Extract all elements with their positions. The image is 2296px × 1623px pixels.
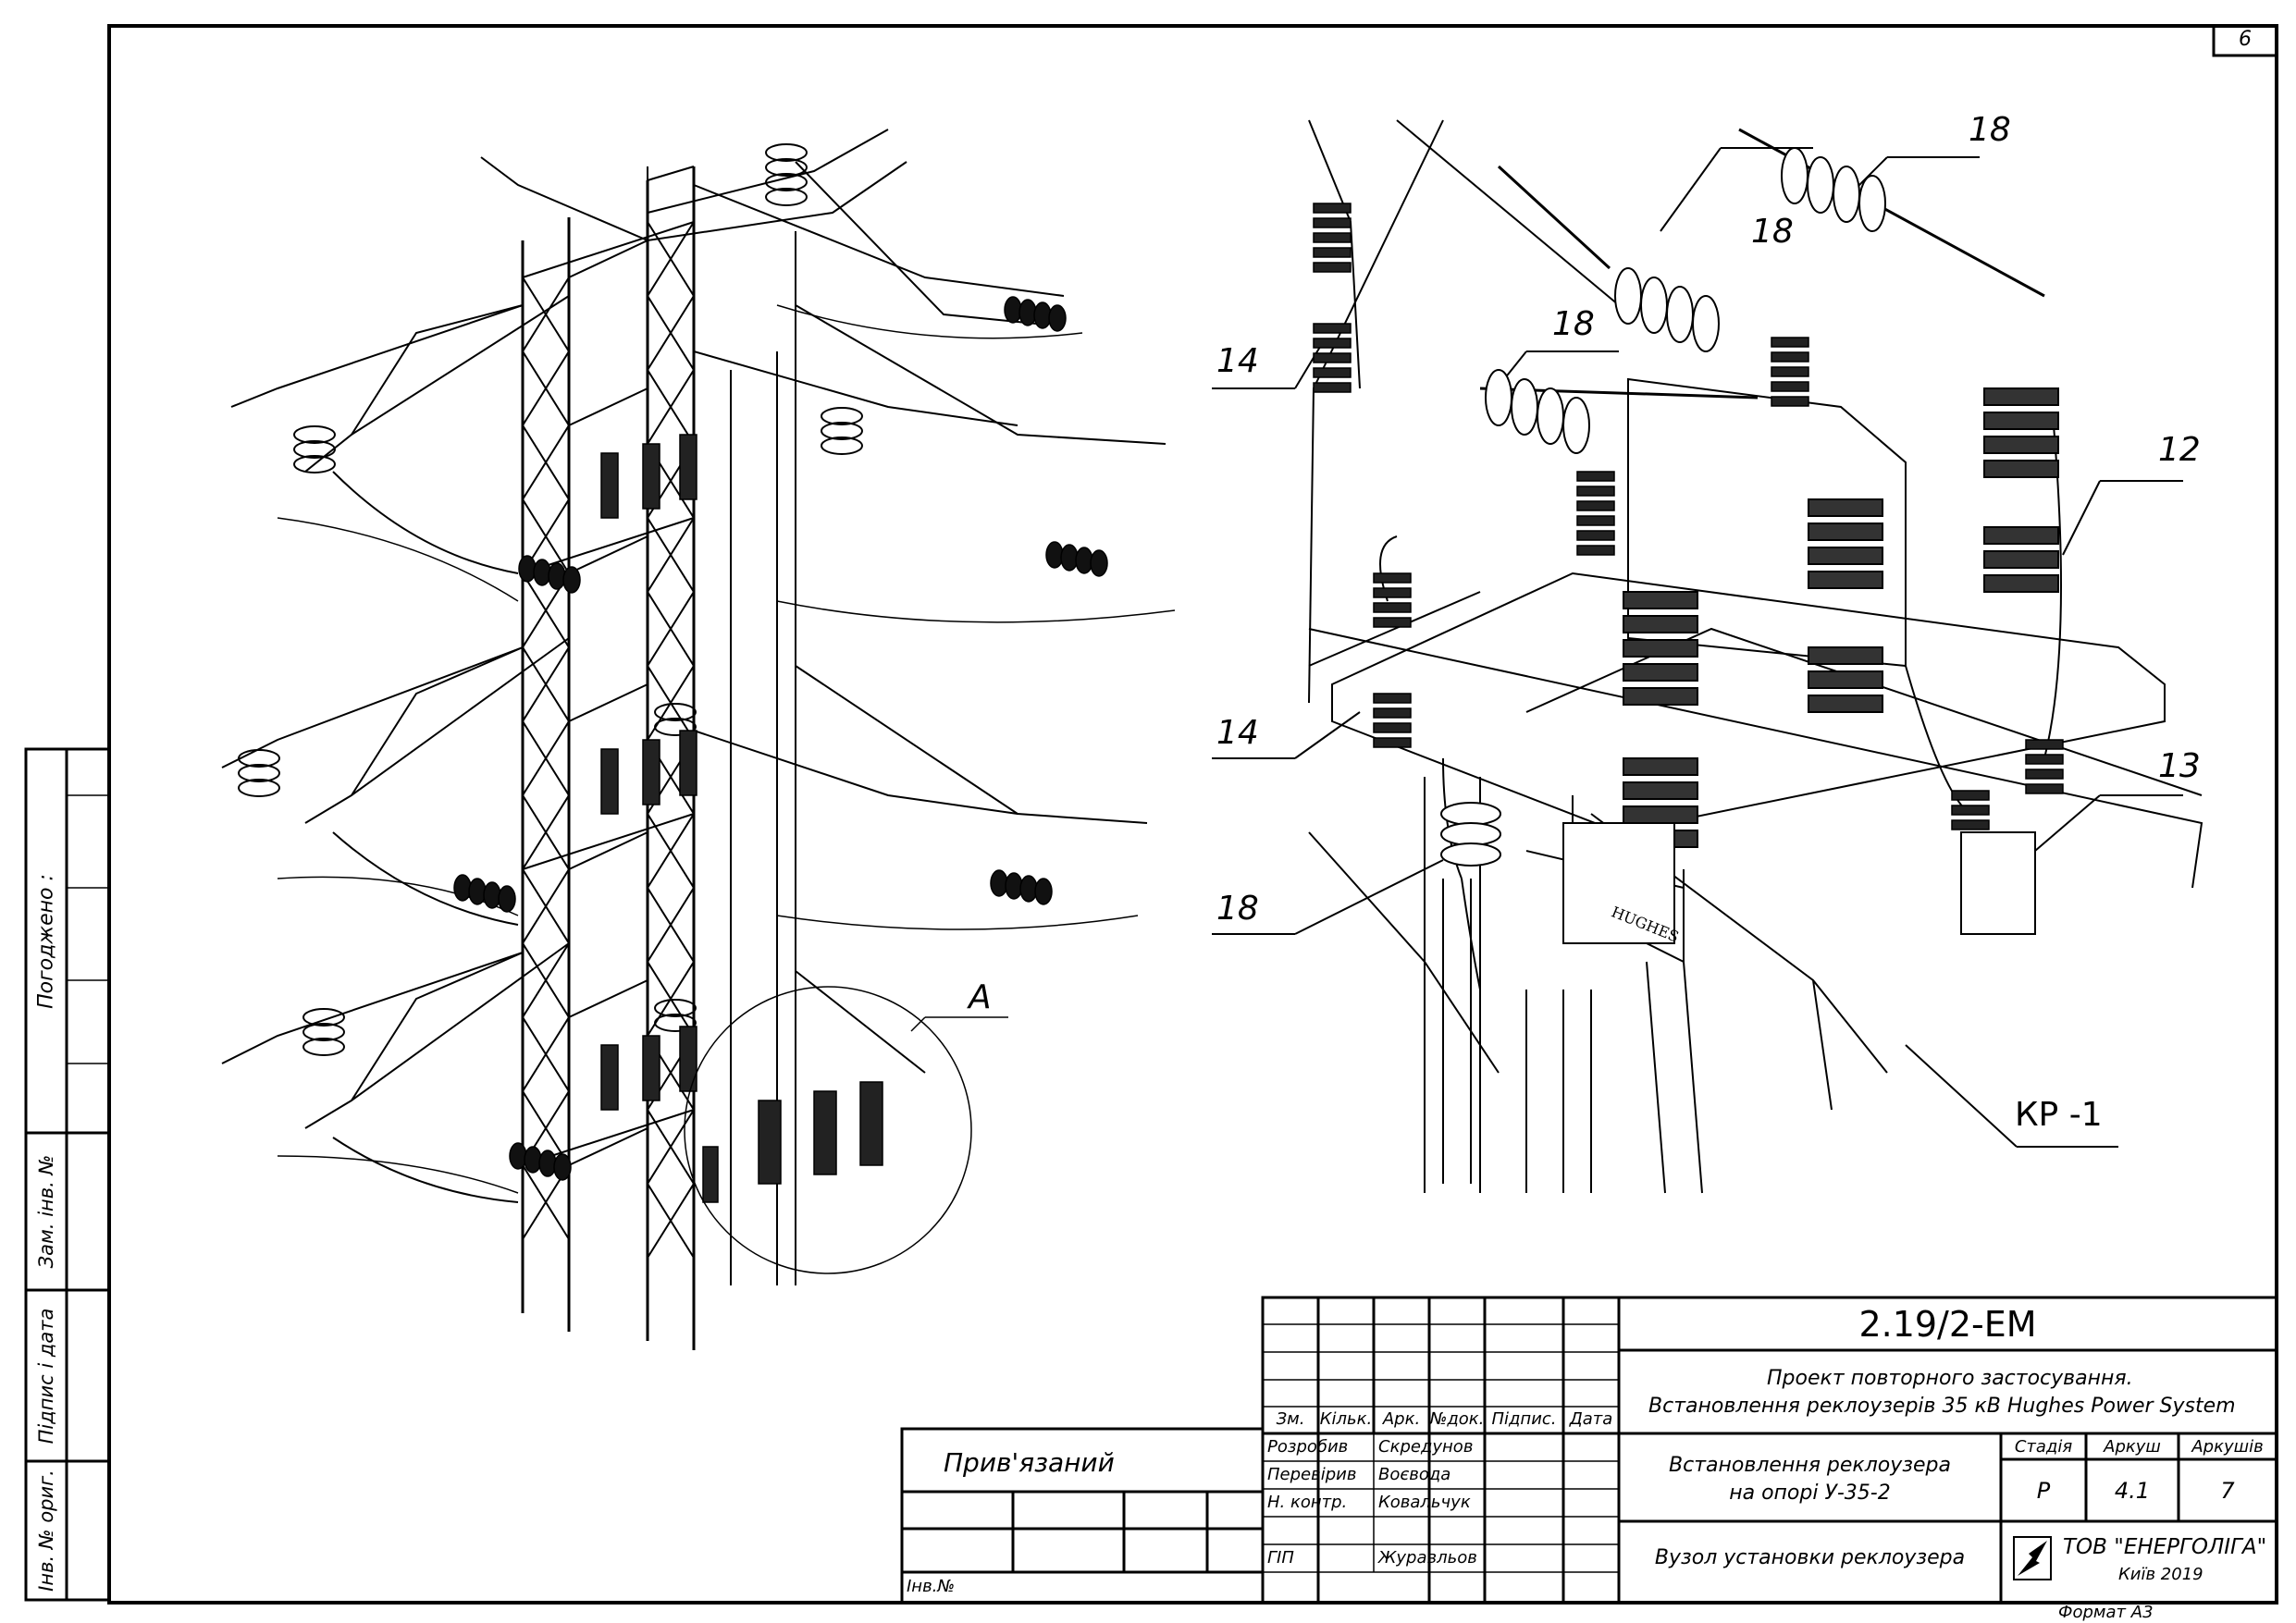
hdr-data: Дата [1569,1409,1613,1429]
callout-18-bottom: 18 [1216,890,1259,928]
tower-reclosers [600,434,883,1203]
side-orig-inv-label: Інв. № ориг. [35,1469,57,1592]
company-name: ТОВ "ЕНЕРГОЛІГА" [2063,1535,2267,1559]
name-checked: Воєвода [1378,1465,1451,1484]
detail-recloser-poles [1562,387,2059,944]
detail-a-circle [684,986,972,1274]
detail-drawing [1212,119,2203,1194]
callout-18-top: 18 [1969,111,2011,149]
side-stamp-lines [24,747,111,1602]
callout-view-a: A [969,978,992,1016]
role-gip: ГІП [1267,1548,1294,1568]
callout-18-left: 18 [1552,305,1595,343]
callout-14-top: 14 [1216,342,1259,380]
role-developed: Розробив [1267,1437,1349,1457]
sheet-title: Вузол установки реклоузера [1654,1546,1966,1569]
side-sign-date-label: Підпис і дата [35,1308,57,1445]
stage-label: Стадія [2014,1437,2073,1457]
project-line2: Встановлення реклоузерів 35 кВ Hughes Po… [1648,1395,2236,1418]
company-city-year: Київ 2019 [2118,1565,2203,1584]
hdr-ndok: №док. [1429,1409,1485,1429]
callout-12: 12 [2158,431,2201,469]
bound-label: Прив'язаний [944,1447,1115,1478]
side-agreed-label: Погоджено : [34,874,58,1009]
sheets-value: 7 [2220,1478,2235,1504]
detail-insulators [1440,147,1886,867]
inv-no-label: Інв.№ [907,1577,956,1596]
sheet-value: 4.1 [2114,1478,2151,1504]
format-label: Формат А3 [2058,1603,2154,1622]
object-line1: Встановлення реклоузера [1669,1454,1951,1477]
hdr-kilk: Кільк. [1319,1409,1373,1429]
tower-insulators [453,296,1108,1181]
sheets-label: Аркушів [2191,1437,2264,1457]
callout-13: 13 [2158,747,2201,785]
tower-suspension-insulators [238,143,863,1056]
stage-value: Р [2036,1478,2051,1504]
callout-18-mid: 18 [1751,213,1794,251]
hdr-zm: Зм. [1276,1409,1305,1429]
role-norm-control: Н. контр. [1267,1493,1348,1512]
callout-kp1: КР -1 [2015,1096,2103,1134]
hdr-ark: Арк. [1382,1409,1421,1429]
name-gip: Журавльов [1378,1548,1477,1568]
doc-code: 2.19/2-ЕМ [1858,1304,2037,1345]
side-replaced-inv-label: Зам. інв. № [35,1154,57,1269]
name-norm-control: Ковальчук [1378,1493,1471,1512]
sheet-number-top: 6 [2239,28,2252,51]
title-block-lines [1261,1296,2278,1605]
detail-arresters [1313,203,2064,830]
name-developed: Скредунов [1378,1437,1474,1457]
project-line1: Проект повторного застосування. [1767,1367,2133,1390]
role-checked: Перевірив [1267,1465,1357,1484]
hdr-pidpys: Підпис. [1491,1409,1557,1429]
object-line2: на опорі У-35-2 [1729,1482,1891,1505]
company-logo-icon [2013,1536,2052,1580]
callout-14-bottom: 14 [1216,714,1259,752]
sheet-label: Аркуш [2104,1437,2161,1457]
